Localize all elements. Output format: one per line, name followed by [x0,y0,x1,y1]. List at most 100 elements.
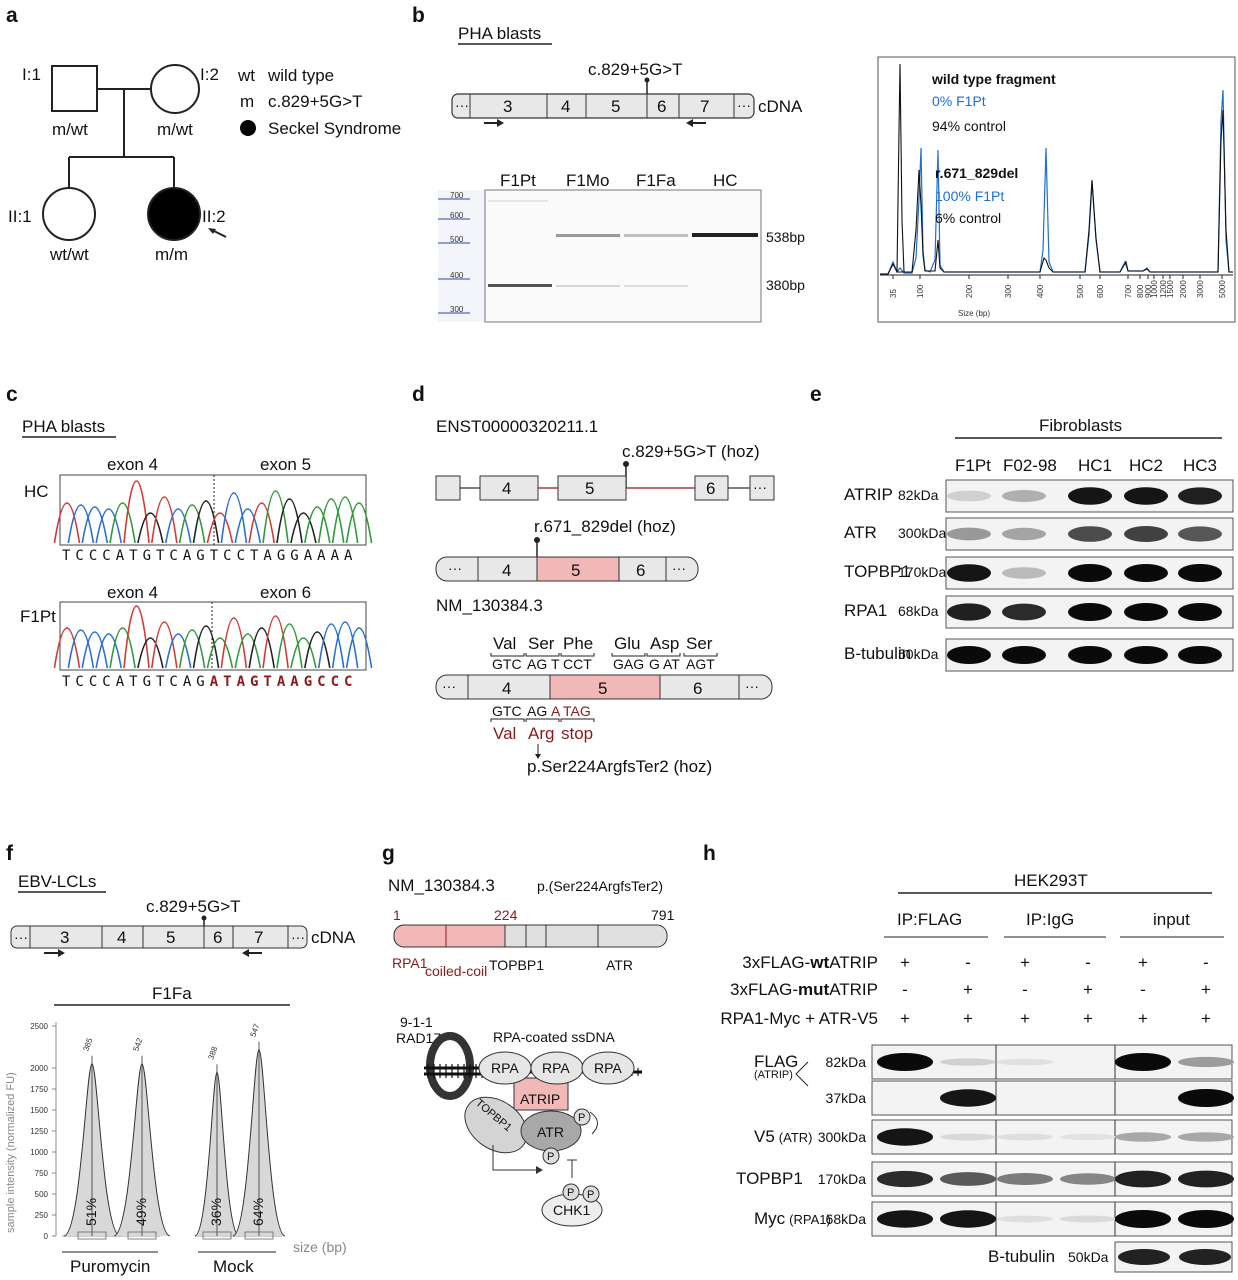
d-mrna-dots-left: ··· [448,560,462,576]
d-mut-nt-tag: TAG [563,703,591,719]
trace-tick-400: 400 [1036,284,1045,298]
trace-wt-F1Pt: 0% F1Pt [932,93,986,109]
g-atr-label: ATR [537,1124,564,1140]
trace-tick-1500: 1500 [1166,280,1175,298]
h-group-ip-flag: IP:FLAG [897,910,962,929]
h-band [940,1089,996,1107]
e-band [1124,646,1168,664]
g-ssdna-label: RPA-coated ssDNA [493,1029,616,1045]
h-band [1118,1249,1170,1265]
b-reverse-primer-icon [686,119,706,127]
pedigree-label-I2: I:2 [200,65,219,84]
h-blot-label-3: TOPBP1 [736,1169,803,1188]
h-band [877,1128,933,1146]
e-band [1178,564,1222,582]
legend-m-key: m [240,92,254,111]
peak-G [137,512,164,544]
peak-A [109,502,136,544]
e-band [947,603,991,621]
e-band [1068,603,1112,621]
f-reverse-primer-icon [242,949,262,957]
h-band [997,1058,1053,1066]
d-exon-3-box [435,475,461,501]
e-kda-ATRIP: 82kDa [898,487,939,503]
trace-wt-fragment: wild type fragment [931,71,1056,87]
h-band [997,1133,1053,1141]
d-mut-nt-ag: AG [527,703,547,719]
peak-A [178,629,206,669]
f-dots-right: ··· [291,929,305,945]
trace-wt-control: 94% control [932,118,1006,134]
h-sign: - [1140,980,1146,999]
panel-d: d ENST00000320211.1 c.829+5G>T (hoz) 4 5… [412,383,775,776]
h-cell-line: HEK293T [1014,871,1088,890]
b-exon-7: 7 [700,97,709,116]
gel-ladder-area [438,190,485,322]
peak-C [331,621,359,669]
f-condition-mock: Mock [213,1257,254,1276]
d-gene-dots-right: ··· [745,678,759,694]
d-nt-g: G [649,656,660,672]
g-9-1-1-label: 9-1-1 [400,1014,433,1030]
e-lane-F1Pt: F1Pt [955,456,991,475]
c-pt-seq-wt-part: TCCCATGTCAG [62,674,210,690]
d-top-exon6: 6 [706,479,715,498]
d-aa-val: Val [493,634,516,653]
trace-tick-800: 800 [1136,284,1145,298]
h-sign: + [1138,1009,1148,1028]
legend-wt-text: wild type [267,66,334,85]
panel-label-b: b [412,4,425,27]
h-tubulin-label: B-tubulin [988,1247,1055,1266]
gel-lane-F1Pt: F1Pt [500,171,536,190]
d-gene-dots-left: ··· [442,678,456,694]
h-sign: + [1020,1009,1030,1028]
b-cdna-label: cDNA [758,97,803,116]
b-title: PHA blasts [458,24,541,43]
panel-label-c: c [6,383,18,406]
d-down-arrow-icon [535,754,541,759]
h-sign: + [900,1009,910,1028]
gel-band-F1Mo-380 [556,285,620,287]
d-aa-asp: Asp [650,634,679,653]
g-chk1-phospho2-icon: P [587,1189,594,1201]
h-sign: - [902,980,908,999]
panel-label-a: a [6,4,18,27]
g-pos-end: 791 [651,907,675,923]
h-band [1179,1249,1231,1265]
e-band [1068,564,1112,582]
genotype-I1: m/wt [52,120,88,139]
e-band [1002,490,1046,502]
d-mut-nt-gtc: GTC [492,703,522,719]
f-ytick-750: 750 [35,1169,49,1178]
d-aa-glu: Glu [614,634,640,653]
g-domain-topbp1: TOPBP1 [489,957,544,973]
h-blot-label-2: V5(ATR) [754,1127,813,1146]
g-rpa-3-label: RPA [594,1060,622,1076]
peak-G [304,631,331,669]
f-condition-puromycin: Puromycin [70,1257,150,1276]
h-band [1178,1056,1234,1068]
g-rpa-1-label: RPA [491,1060,519,1076]
d-mut-aa-arg: Arg [528,724,554,743]
peak-C [81,631,109,669]
peak-T [53,627,81,669]
panel-c: c PHA blasts exon 4 exon 5 HC TCCCATGTCA… [6,383,373,690]
peak-A [345,502,373,544]
h-sign: + [1083,1009,1093,1028]
f-percent-3: 64% [250,1198,266,1226]
c-pt-exon4: exon 4 [107,583,158,602]
g-topbp1-shape [464,1096,528,1154]
h-band [940,1133,996,1141]
b-exon-4: 4 [561,97,570,116]
h-condition-label-1: 3xFLAG-mutATRIP [730,980,878,999]
f-sample: F1Fa [152,984,192,1003]
trace-tick-900: 900 [1144,284,1153,298]
e-kda-TOPBP1: 170kDa [898,564,946,580]
f-ytick-0: 0 [44,1232,49,1241]
h-blot-strip-1 [871,1080,1233,1116]
d-nt-at: AT [663,656,680,672]
proband-filled-circle-icon [147,187,201,241]
c-pt-label: F1Pt [20,607,56,626]
